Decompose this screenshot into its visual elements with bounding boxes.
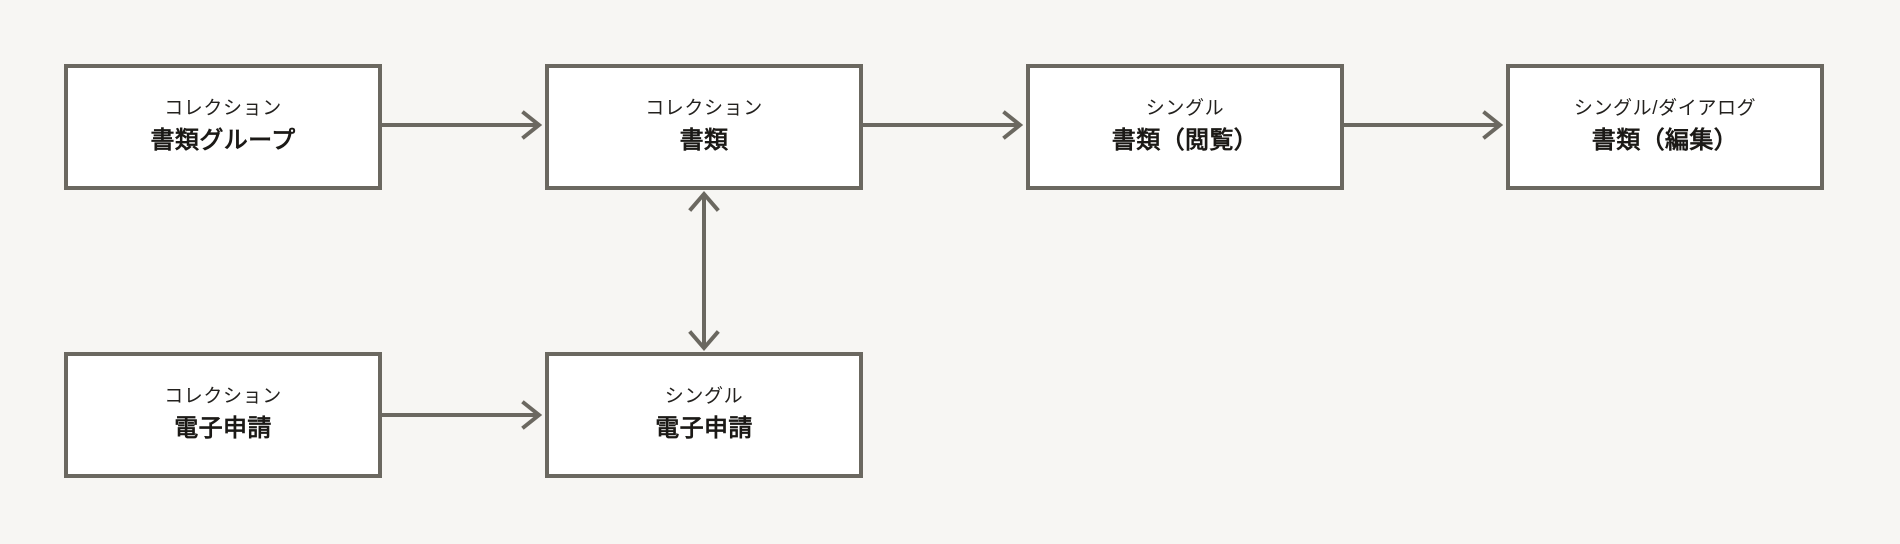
node-title-label: 書類グループ <box>150 127 296 155</box>
arrow-double-vertical-icon <box>684 190 724 352</box>
node-kind-label: コレクション <box>164 385 282 407</box>
node-document-collection[interactable]: コレクション 書類 <box>545 64 863 190</box>
arrow-right-icon <box>382 105 545 145</box>
node-title-label: 書類（編集） <box>1591 127 1739 155</box>
node-document-edit[interactable]: シングル/ダイアログ 書類（編集） <box>1506 64 1824 190</box>
node-eapplication-collection[interactable]: コレクション 電子申請 <box>64 352 382 478</box>
node-kind-label: コレクション <box>645 97 763 119</box>
node-title-label: 書類 <box>679 127 729 155</box>
node-title-label: 電子申請 <box>174 415 272 443</box>
node-kind-label: コレクション <box>164 97 282 119</box>
node-title-label: 書類（閲覧） <box>1111 127 1259 155</box>
node-kind-label: シングル <box>1145 97 1225 119</box>
arrow-right-icon <box>382 395 545 435</box>
node-kind-label: シングル <box>664 385 744 407</box>
arrow-right-icon <box>863 105 1026 145</box>
node-document-group[interactable]: コレクション 書類グループ <box>64 64 382 190</box>
node-document-view[interactable]: シングル 書類（閲覧） <box>1026 64 1344 190</box>
arrow-right-icon <box>1344 105 1506 145</box>
node-title-label: 電子申請 <box>655 415 753 443</box>
node-eapplication-single[interactable]: シングル 電子申請 <box>545 352 863 478</box>
node-kind-label: シングル/ダイアログ <box>1573 97 1757 119</box>
